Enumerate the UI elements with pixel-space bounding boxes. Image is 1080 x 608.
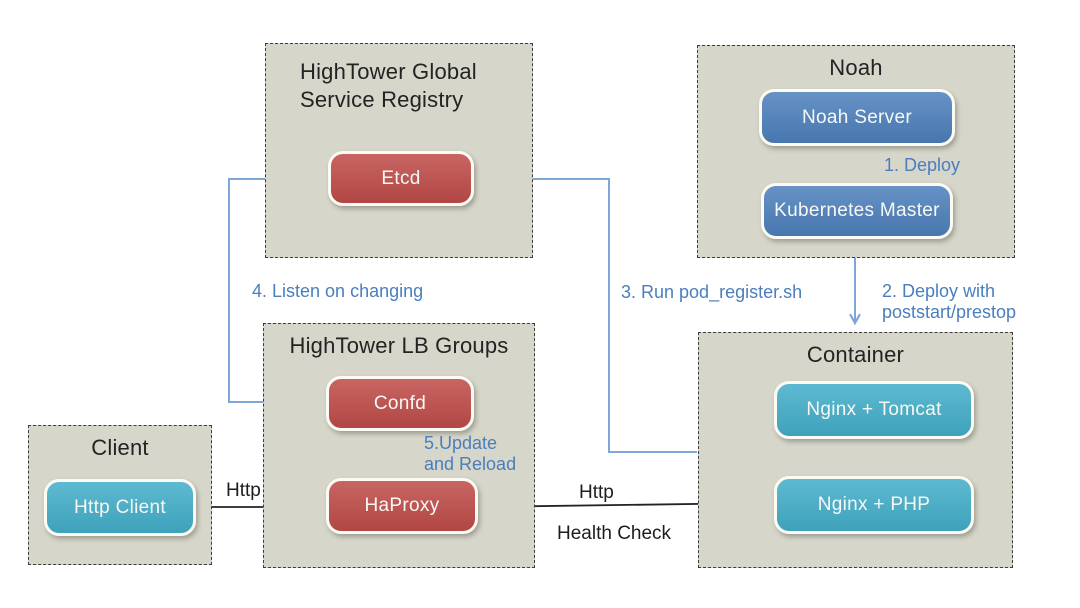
node-etcd: Etcd xyxy=(328,151,474,206)
group-lb-title: HighTower LB Groups xyxy=(289,333,509,358)
edge-label-http-client: Http xyxy=(226,480,261,501)
node-http-client: Http Client xyxy=(44,479,196,536)
group-lb: HighTower LB Groups Confd HaProxy xyxy=(263,323,535,568)
group-noah: Noah Noah Server Kubernetes Master xyxy=(697,45,1015,258)
edge-label-5-update-reload: 5.Update and Reload xyxy=(424,433,517,474)
edge-label-4-listen-on-changing: 4. Listen on changing xyxy=(252,281,424,301)
edge-label-2-deploy-poststart: 2. Deploy with poststart/prestop xyxy=(882,281,1017,322)
edge-label-health-check: Health Check xyxy=(557,523,672,544)
node-nginx-php: Nginx + PHP xyxy=(774,476,974,534)
group-noah-title: Noah xyxy=(829,55,883,80)
node-nginx-tomcat: Nginx + Tomcat xyxy=(774,381,974,439)
node-noah-server: Noah Server xyxy=(759,89,955,146)
edge-label-3-run-pod-register: 3. Run pod_register.sh xyxy=(621,282,803,302)
edge-label-1-deploy: 1. Deploy xyxy=(884,155,961,175)
group-container-title: Container xyxy=(806,342,905,367)
group-container: Container Nginx + Tomcat Nginx + PHP xyxy=(698,332,1013,568)
group-client-title: Client xyxy=(91,435,149,460)
node-kubernetes-master: Kubernetes Master xyxy=(761,183,953,239)
node-confd: Confd xyxy=(326,376,474,431)
edge-label-http-backend: Http xyxy=(579,482,614,503)
group-registry: HighTower Global Service Registry Etcd xyxy=(265,43,533,258)
group-registry-title: HighTower Global Service Registry xyxy=(300,59,477,112)
group-client: Client Http Client xyxy=(28,425,212,565)
node-haproxy: HaProxy xyxy=(326,478,478,534)
